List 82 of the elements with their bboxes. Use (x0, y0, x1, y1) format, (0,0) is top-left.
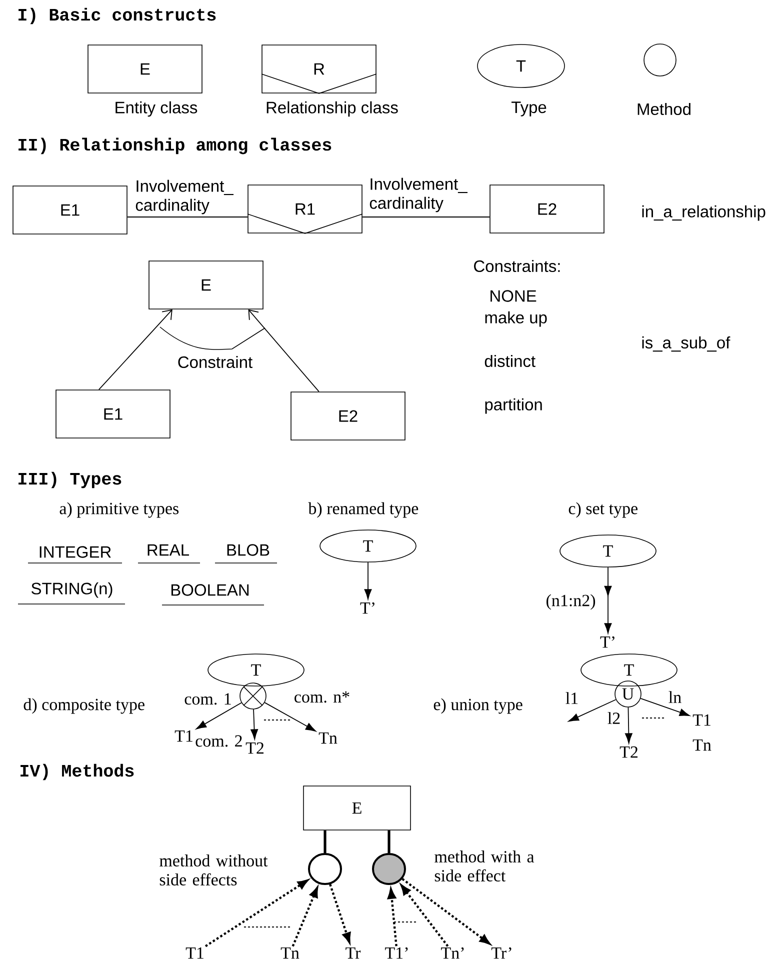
edge-label: com. 1 (183, 692, 233, 706)
connector-line (126, 216, 248, 218)
entity-box: E (88, 44, 202, 94)
connector-line (388, 830, 390, 853)
entity-box: E2 (490, 184, 604, 234)
arrow (264, 702, 316, 732)
relation-label: is_a_sub_of (642, 336, 730, 352)
type-label: Tr (346, 947, 361, 959)
edge-label: (n1:n2) (544, 593, 597, 611)
entity-box: E (148, 260, 264, 310)
relationship-box: R1 (247, 184, 363, 234)
section-heading: II) Relationship among classes (18, 138, 332, 154)
arrow (568, 699, 616, 722)
edge-label: com. n* (292, 690, 352, 704)
entity-box: E (303, 786, 411, 830)
arrow (400, 884, 449, 947)
type-label: T1 (186, 947, 204, 959)
subsection-label: a) primitive types (60, 502, 179, 518)
node-caption: Method (638, 102, 690, 116)
edge-label: ln (667, 690, 683, 704)
arrow (364, 562, 372, 600)
arrow (250, 708, 258, 740)
type-name: BOOLEAN (162, 584, 264, 606)
arrow (204, 880, 308, 948)
type-label: T1 (174, 730, 192, 742)
section-heading: I) Basic constructs (18, 8, 216, 24)
type-name: STRING(n) (18, 582, 126, 604)
type-name: REAL (138, 544, 200, 564)
node-caption: Relationship class (266, 101, 398, 117)
entity-box: E2 (290, 392, 406, 440)
type-label: T2 (246, 742, 264, 754)
composite-circle (240, 682, 266, 710)
edge-label: l1 (564, 691, 580, 705)
type-label: T’ (600, 636, 614, 648)
type-name: INTEGER (28, 546, 122, 564)
type-label: Tn (692, 739, 712, 751)
arrow (640, 698, 690, 716)
subsection-label: e) union type (434, 698, 522, 714)
type-label: T1’ (385, 947, 408, 959)
constraints-heading: Constraints: (474, 260, 560, 272)
arrow (329, 884, 351, 943)
node-caption: Type (512, 102, 546, 116)
method-circle (308, 853, 342, 885)
relationship-box: R (261, 44, 377, 94)
type-label: Tr’ (491, 947, 512, 959)
constraint-option: make up (485, 311, 547, 327)
relation-label: in_a_relationship (642, 205, 766, 221)
connector-line (362, 216, 490, 218)
node-caption: method with a side effect (434, 850, 534, 882)
type-label: T1 (692, 714, 710, 726)
arrow (292, 887, 318, 947)
constraint-label: Constraint (178, 356, 252, 368)
arrow (98, 309, 172, 390)
arrow (604, 566, 612, 634)
type-name: BLOB (214, 544, 278, 564)
edge-label: l2 (606, 711, 622, 725)
method-circle (644, 44, 676, 76)
arrow (402, 878, 490, 944)
arrow (196, 702, 242, 730)
section-heading: III) Types (18, 472, 122, 488)
subsection-label: d) composite type (24, 698, 144, 714)
constraint-option: distinct (484, 354, 536, 368)
arrow (248, 309, 320, 392)
arrow (624, 706, 632, 744)
node-caption: method without side effects (160, 854, 268, 886)
constraint-option: NONE (490, 290, 536, 302)
type-label: Tn (280, 947, 300, 959)
edge-label: Involvement_ cardinality (134, 178, 240, 216)
type-label: T2 (620, 746, 638, 758)
constraint-option: partition (485, 398, 542, 414)
type-label: Tn (318, 732, 338, 744)
subsection-label: c) set type (568, 502, 638, 518)
section-heading: IV) Methods (20, 764, 134, 780)
entity-box: E1 (56, 390, 170, 438)
edge-label: com. 2 (194, 734, 244, 748)
connector-line (324, 830, 326, 853)
method-circle (372, 853, 406, 885)
type-label: T’ (360, 602, 374, 614)
entity-box: E1 (12, 186, 128, 234)
type-label: Tn’ (441, 947, 464, 959)
edge-label: Involvement_ cardinality (368, 176, 474, 214)
node-caption: Entity class (116, 101, 198, 117)
